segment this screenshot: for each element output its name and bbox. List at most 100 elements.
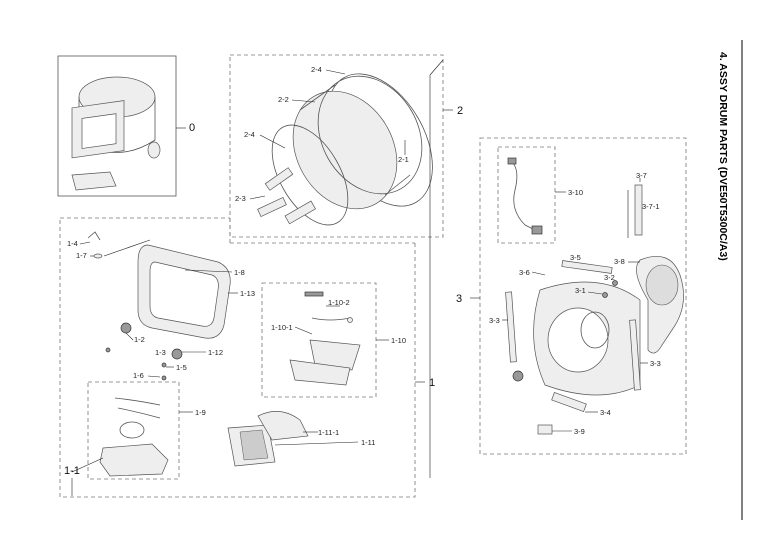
callout-1-10-1: 1-10-1 xyxy=(271,323,293,332)
lifter-2 xyxy=(257,196,287,218)
assembly-overview: 0 xyxy=(57,55,195,197)
leader-1-11 xyxy=(274,441,359,446)
overview-frame xyxy=(57,55,177,197)
callout-1-2: 1-2 xyxy=(134,335,145,344)
callout-3-10: 3-10 xyxy=(568,188,583,197)
lifter-1 xyxy=(264,167,294,191)
callout-1-10: 1-10 xyxy=(391,336,406,345)
drum-edge-bottom xyxy=(384,174,411,196)
lint-housing xyxy=(99,443,169,477)
overview-door-opening xyxy=(81,113,117,149)
callout-1-5: 1-5 xyxy=(176,363,187,372)
callout-1-8: 1-8 xyxy=(234,268,245,277)
callout-3-6: 3-6 xyxy=(519,268,530,277)
heater-duct-grille xyxy=(645,264,679,306)
callout-3-1: 3-1 xyxy=(575,286,586,295)
callout-3-8: 3-8 xyxy=(614,257,625,266)
callout-1-13: 1-13 xyxy=(240,289,255,298)
callout-1-1: 1-1 xyxy=(64,465,80,477)
screw-3 xyxy=(161,375,167,381)
screw-2 xyxy=(161,362,167,368)
rear-heater-element xyxy=(551,391,587,413)
callout-1-4: 1-4 xyxy=(67,239,78,248)
leader-2-3 xyxy=(249,195,266,200)
callout-1-3: 1-3 xyxy=(155,348,166,357)
seal-strip-2 xyxy=(117,407,161,419)
rear-bracket xyxy=(634,184,643,236)
leader-1-1 xyxy=(71,457,104,473)
callout-1-11-1: 1-11-1 xyxy=(318,428,339,437)
sensor-part xyxy=(93,253,103,259)
callout-1-10-2: 1-10-2 xyxy=(328,298,350,307)
lint-filter-cover xyxy=(257,411,309,441)
leader-1-10-1 xyxy=(294,326,313,335)
filter-duct xyxy=(289,359,351,386)
sensor-bracket xyxy=(87,231,101,241)
callout-3-4: 3-4 xyxy=(600,408,611,417)
filter-grille xyxy=(309,339,361,371)
group-3-boundary xyxy=(479,137,687,455)
drum-edge-top xyxy=(299,84,336,111)
callout-0: 0 xyxy=(189,122,195,134)
leader-2-4a xyxy=(325,69,346,75)
group-front: 1 1-13 1-8 1-4 1-7 1-2 1-3 1-12 1-5 1-6 xyxy=(59,217,435,498)
group-1-boundary xyxy=(59,217,416,498)
callout-3: 3 xyxy=(456,293,462,305)
leader-1-4 xyxy=(79,241,91,245)
rear-panel-hub-opening xyxy=(547,307,609,373)
callout-3-9: 3-9 xyxy=(574,427,585,436)
leader-3-6 xyxy=(531,271,546,276)
callout-1-12: 1-12 xyxy=(208,348,223,357)
filter-clip xyxy=(304,291,324,297)
leader-2-2 xyxy=(291,99,316,103)
drum-front-rim xyxy=(292,90,398,210)
harness-connector-1 xyxy=(507,157,517,165)
callout-1: 1 xyxy=(429,377,435,389)
leader-1-4-to-frame xyxy=(103,239,151,257)
felt-ring xyxy=(119,421,145,439)
page-title: 4. ASSY DRUM PARTS (DVE50T5300C/A3) xyxy=(717,52,729,261)
rear-rail xyxy=(561,260,613,274)
overview-rear-hub xyxy=(147,141,161,159)
front-frame-opening xyxy=(149,261,219,327)
rear-sensor xyxy=(537,424,553,435)
callout-3-3-left: 3-3 xyxy=(489,316,500,325)
rear-roller xyxy=(512,370,524,382)
lint-filter-mesh xyxy=(239,429,269,461)
callout-3-5: 3-5 xyxy=(570,253,581,262)
roller-left xyxy=(120,322,132,334)
callout-1-9: 1-9 xyxy=(195,408,206,417)
callout-3-7: 3-7 xyxy=(636,171,647,180)
drum-rear-rim xyxy=(317,75,423,195)
leader-1-8 xyxy=(184,269,233,273)
leader-2-4b xyxy=(259,134,286,149)
callout-2: 2 xyxy=(457,105,463,117)
callout-1-11: 1-11 xyxy=(361,438,375,447)
callout-2-4-top: 2-4 xyxy=(311,65,322,74)
leader-3-1 xyxy=(587,291,603,295)
callout-2-1: 2-1 xyxy=(398,155,409,164)
filter-seal xyxy=(311,317,351,321)
rear-panel-inner-ring xyxy=(580,311,610,349)
rear-screw-2 xyxy=(612,280,618,286)
callout-1-6: 1-6 xyxy=(133,371,144,380)
harness-connector-2 xyxy=(531,225,543,235)
callout-2-4-front: 2-4 xyxy=(244,130,255,139)
group-1-9-boundary xyxy=(87,381,180,480)
overview-lint-housing xyxy=(71,171,117,191)
seal-strip-1 xyxy=(114,397,161,406)
callout-1-7: 1-7 xyxy=(76,251,87,260)
roller-right xyxy=(171,348,183,360)
leader-2-to-1 xyxy=(429,59,444,76)
group-drum: 2 2-4 2-2 2-4 2-3 2-1 xyxy=(229,54,463,238)
leader-1-6 xyxy=(147,375,161,378)
callout-3-3-right: 3-3 xyxy=(650,359,661,368)
left-side-rail xyxy=(505,291,517,363)
callout-2-2: 2-2 xyxy=(278,95,289,104)
group-3-10-boundary xyxy=(497,146,556,244)
right-side-rail xyxy=(629,319,641,391)
filter-seal-end xyxy=(347,317,353,323)
wire-harness xyxy=(511,161,536,231)
screw-1 xyxy=(105,347,111,353)
